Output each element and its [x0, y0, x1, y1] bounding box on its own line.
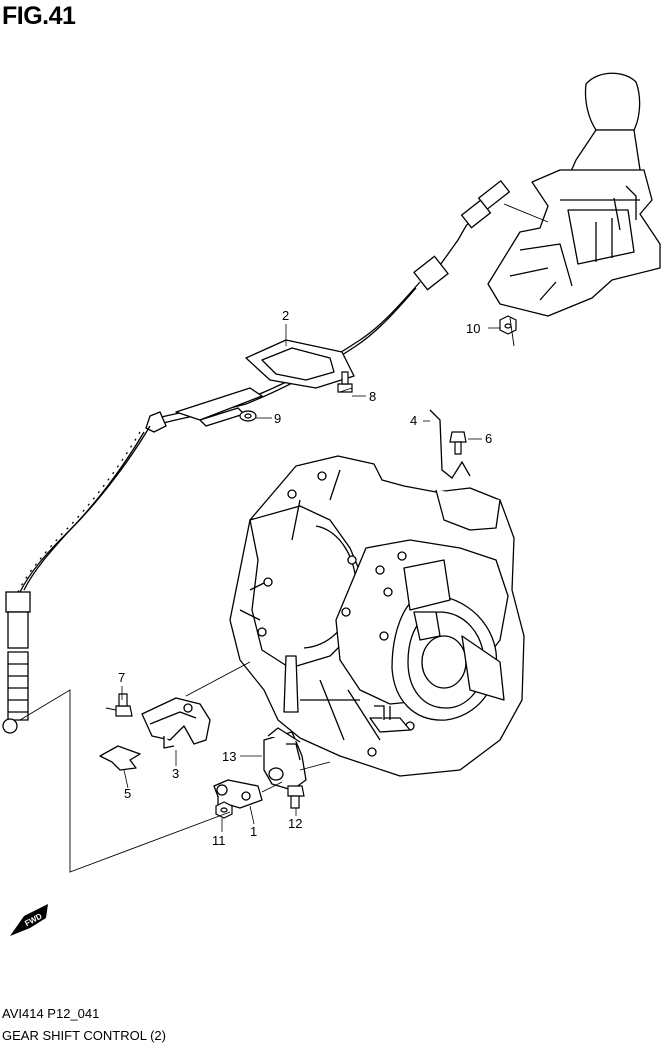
nut-10[interactable]: [499, 315, 517, 335]
transaxle[interactable]: [229, 455, 525, 777]
callout-7: 7: [118, 670, 125, 685]
callout-10: 10: [466, 321, 480, 336]
bolt-7[interactable]: [115, 693, 133, 717]
nut-9[interactable]: [239, 410, 257, 422]
shift-lever-assembly[interactable]: [487, 72, 661, 317]
nut-11[interactable]: [215, 801, 233, 819]
lever-bracket[interactable]: [141, 697, 211, 749]
shift-cable[interactable]: [2, 179, 511, 734]
clip-4[interactable]: [429, 409, 471, 479]
plate-5[interactable]: [99, 745, 141, 771]
bolt-6[interactable]: [449, 431, 467, 455]
callout-3: 3: [172, 766, 179, 781]
callouts: 1 2 3 4 5 6 7 8 9 10 11 12 13: [118, 308, 492, 848]
guide-lines: [19, 203, 549, 873]
cable-bracket[interactable]: [175, 339, 355, 427]
callout-13: 13: [222, 749, 236, 764]
callout-9: 9: [274, 411, 281, 426]
figure-code: AVI414 P12_041: [2, 1006, 100, 1021]
callout-2: 2: [282, 308, 289, 323]
callout-6: 6: [485, 431, 492, 446]
callout-11: 11: [212, 833, 226, 848]
callout-8: 8: [369, 389, 376, 404]
figure-title: FIG.41: [2, 2, 76, 30]
range-switch[interactable]: [263, 727, 307, 791]
bolt-12[interactable]: [287, 785, 305, 809]
leader-lines: [121, 324, 500, 832]
callout-12: 12: [288, 816, 302, 831]
callout-5: 5: [124, 786, 131, 801]
fwd-arrow-icon: FWD: [10, 904, 48, 936]
figure-name: GEAR SHIFT CONTROL (2): [2, 1028, 166, 1043]
callout-1: 1: [250, 824, 257, 839]
bolt-8[interactable]: [337, 371, 353, 393]
callout-4: 4: [410, 413, 417, 428]
shift-knob: [584, 72, 641, 131]
